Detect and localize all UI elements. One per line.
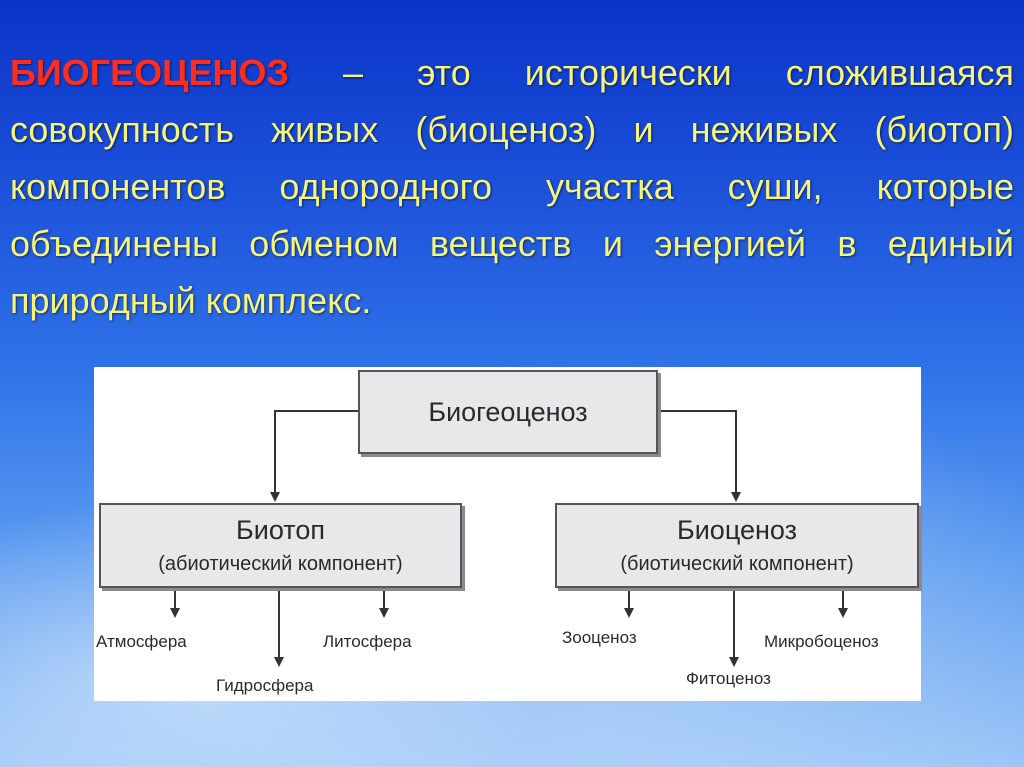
node-biotope: Биотоп (абиотический компонент) (99, 503, 462, 588)
node-biocenosis-title: Биоценоз (677, 514, 797, 545)
node-biotope-subtitle: (абиотический компонент) (158, 552, 403, 575)
leaf-hydrosphere: Гидросфера (216, 676, 314, 695)
node-biogeocenosis: Биогеоценоз (358, 370, 658, 454)
leaf-lithosphere: Литосфера (323, 632, 412, 651)
node-biogeocenosis-title: Биогеоценоз (428, 397, 588, 427)
definition-body: – это исторически сложившаяся совокупнос… (10, 52, 1014, 321)
connector-root-biocenosis (657, 410, 741, 502)
definition-term: БИОГЕОЦЕНОЗ (10, 52, 290, 93)
leaf-microbocenosis: Микробоценоз (764, 632, 879, 651)
leaf-atmosphere: Атмосфера (96, 632, 187, 651)
leaf-phytocenosis: Фитоценоз (686, 669, 771, 688)
node-biotope-title: Биотоп (236, 514, 325, 545)
diagram-panel: Биогеоценоз Биотоп (абиотический компоне… (94, 367, 921, 701)
node-biocenosis-subtitle: (биотический компонент) (620, 552, 854, 575)
connector-root-biotope (270, 410, 358, 502)
definition-text: БИОГЕОЦЕНОЗ – это исторически сложившаяс… (10, 44, 1014, 329)
leaf-zoocenosis: Зооценоз (562, 628, 637, 647)
diagram-connectors (170, 410, 848, 667)
node-biocenosis: Биоценоз (биотический компонент) (555, 503, 919, 588)
